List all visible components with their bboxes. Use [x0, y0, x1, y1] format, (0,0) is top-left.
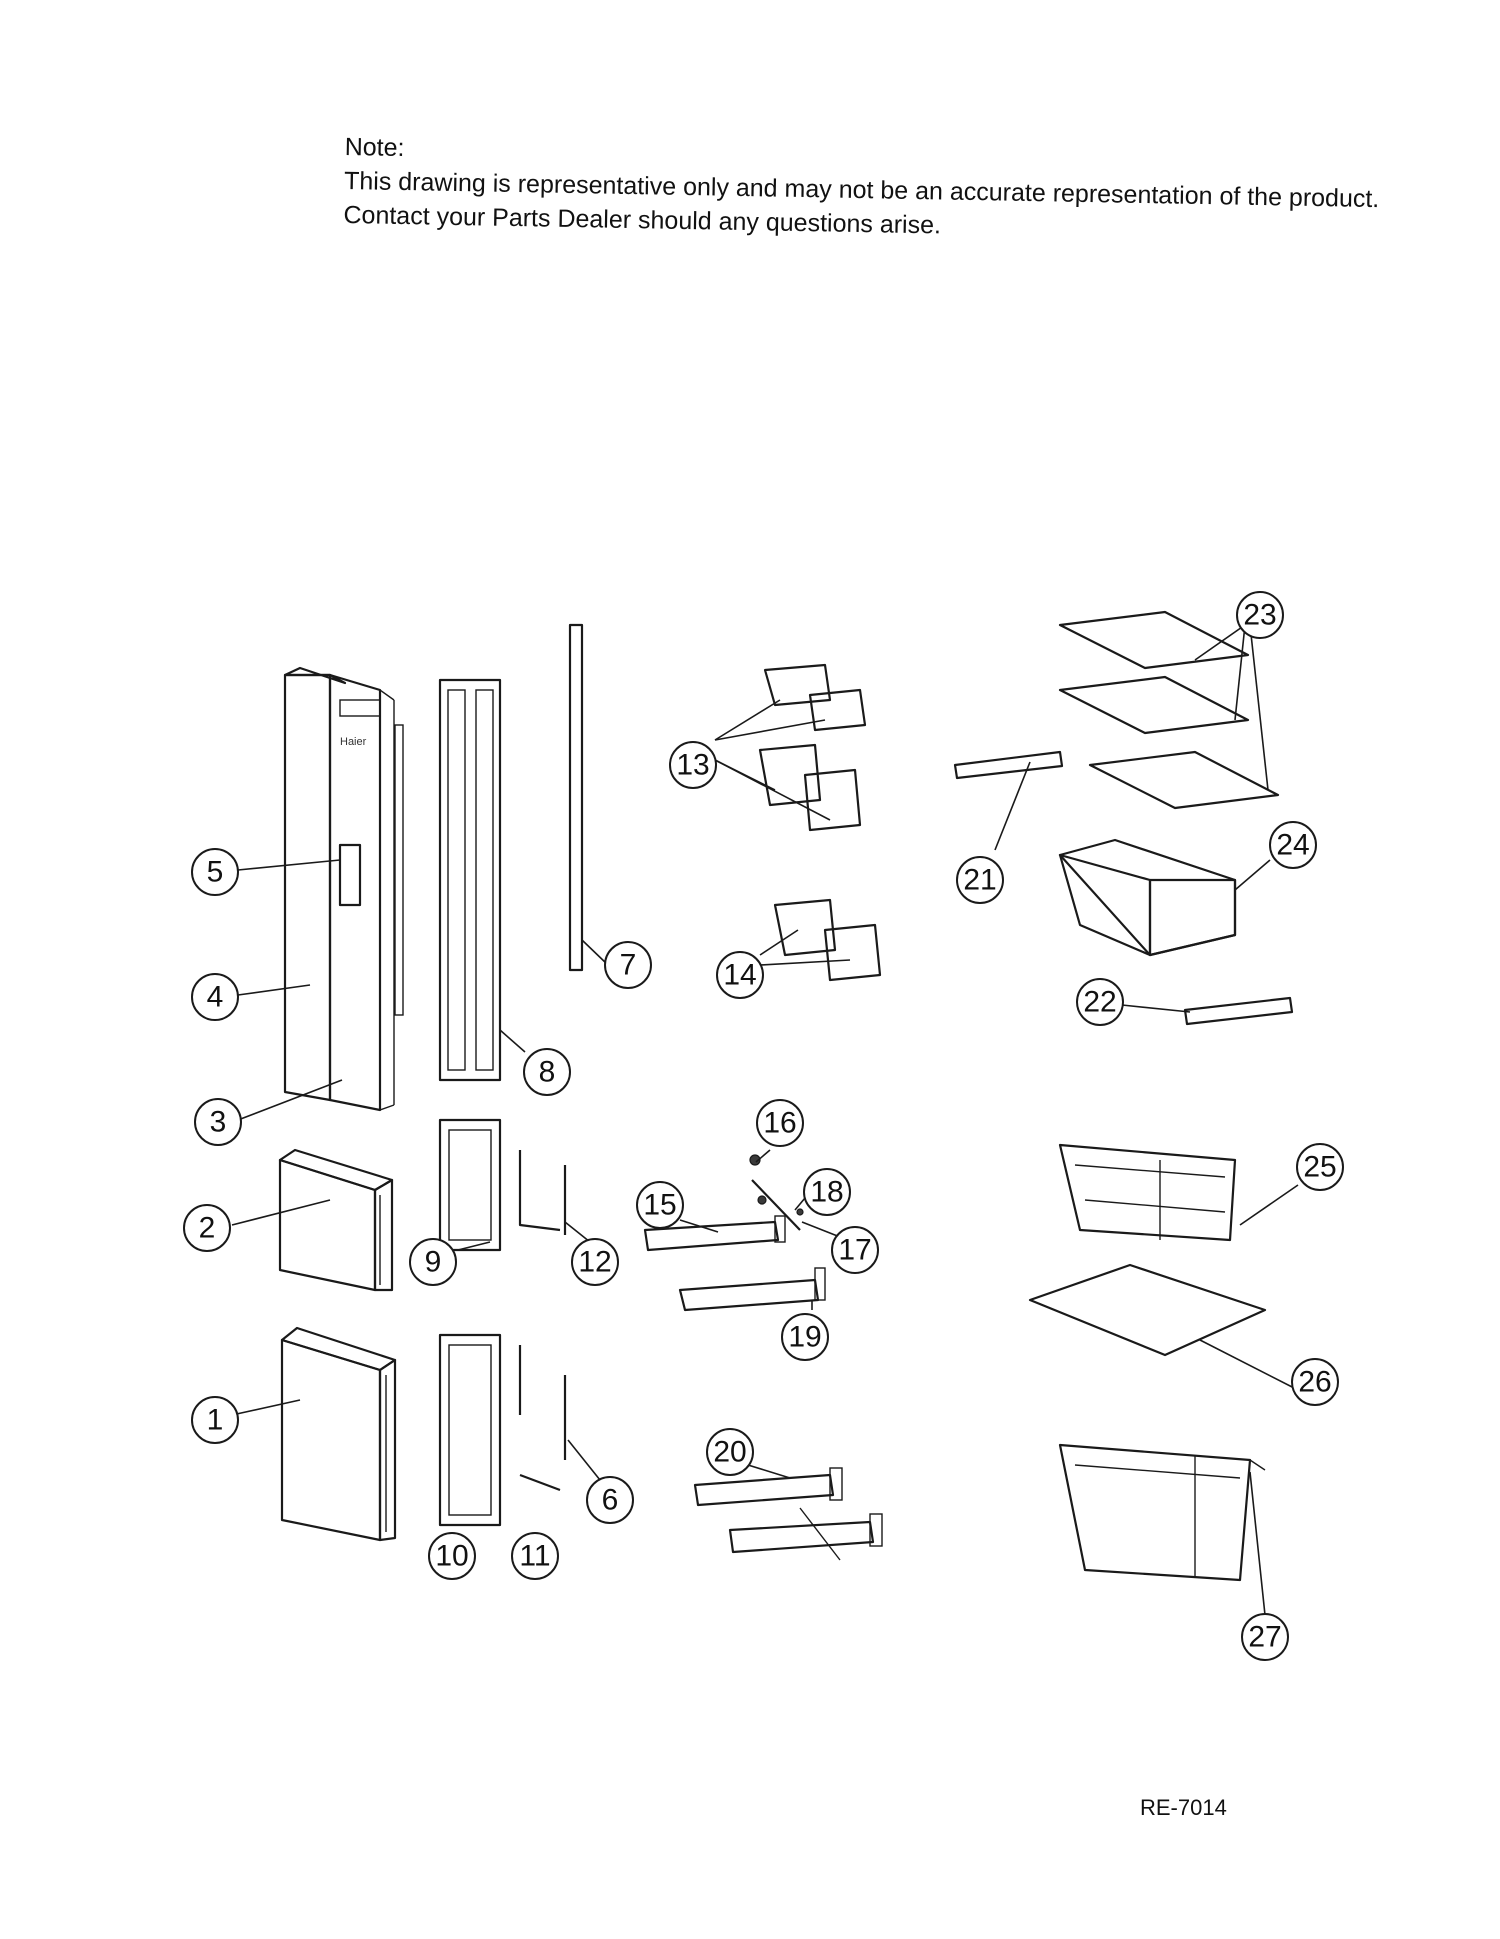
callout-2: 2 — [183, 1204, 231, 1252]
lower-drawer-gasket — [438, 1333, 502, 1527]
brand-mark: Haier — [340, 736, 367, 748]
trim-strip-11 — [519, 1473, 561, 1492]
glass-shelves — [1058, 610, 1280, 810]
lower-drawer-rails — [693, 1467, 883, 1561]
callout-27-label: 27 — [1248, 1621, 1281, 1654]
callout-12: 12 — [571, 1238, 619, 1286]
callout-25: 25 — [1296, 1143, 1344, 1191]
upper-drawer-rails — [643, 1154, 826, 1312]
callout-13: 13 — [669, 741, 717, 789]
callout-11-label: 11 — [519, 1540, 550, 1573]
callout-19-label: 19 — [788, 1321, 821, 1354]
callout-10-label: 10 — [435, 1540, 468, 1573]
callout-7: 7 — [604, 941, 652, 989]
shelf-bracket-21 — [953, 750, 1064, 780]
upper-drawer-trim — [518, 1150, 567, 1235]
callout-11: 11 — [511, 1532, 559, 1580]
callout-3: 3 — [194, 1098, 242, 1146]
callout-8: 8 — [523, 1048, 571, 1096]
callout-5: 5 — [191, 848, 239, 896]
callout-14-label: 14 — [723, 959, 756, 992]
callout-24-label: 24 — [1276, 829, 1309, 862]
callout-15: 15 — [636, 1181, 684, 1229]
callout-23-label: 23 — [1243, 599, 1276, 632]
callout-13-label: 13 — [676, 749, 709, 782]
upper-drawer-gasket — [438, 1118, 502, 1252]
callout-21: 21 — [956, 856, 1004, 904]
callout-6-label: 6 — [602, 1484, 619, 1517]
callout-4-label: 4 — [207, 981, 224, 1014]
door-bins-14 — [773, 898, 882, 982]
fridge-door-assembly: Haier — [283, 666, 404, 1112]
glass-plate — [1028, 1263, 1267, 1357]
door-bins-13 — [758, 663, 867, 832]
callout-25-label: 25 — [1303, 1151, 1336, 1184]
bottom-basket — [1058, 1443, 1266, 1582]
callout-1: 1 — [191, 1396, 239, 1444]
callout-22: 22 — [1076, 978, 1124, 1026]
callout-6: 6 — [586, 1476, 634, 1524]
freezer-basket — [1058, 1143, 1237, 1242]
dispenser-panel — [338, 843, 362, 907]
shelf-bracket-22 — [1183, 996, 1294, 1026]
callout-8-label: 8 — [539, 1056, 556, 1089]
callout-14: 14 — [716, 951, 764, 999]
drawer-front-lower — [280, 1326, 397, 1542]
callout-5-label: 5 — [207, 856, 224, 889]
reference-code: RE-7014 — [1140, 1795, 1227, 1820]
crisper-drawer — [1058, 838, 1237, 957]
callout-3-label: 3 — [210, 1106, 227, 1139]
callout-9: 9 — [409, 1238, 457, 1286]
callout-2-label: 2 — [199, 1212, 216, 1245]
callout-12-label: 12 — [578, 1246, 611, 1279]
callout-26: 26 — [1291, 1358, 1339, 1406]
callout-10: 10 — [428, 1532, 476, 1580]
callout-23: 23 — [1236, 591, 1284, 639]
callout-20-label: 20 — [713, 1436, 746, 1469]
callout-21-label: 21 — [963, 864, 996, 897]
callout-26-label: 26 — [1298, 1366, 1331, 1399]
callout-18: 18 — [803, 1168, 851, 1216]
callout-16: 16 — [756, 1099, 804, 1147]
leader-lines — [231, 624, 1299, 1616]
callout-17: 17 — [831, 1226, 879, 1274]
callout-19: 19 — [781, 1313, 829, 1361]
fridge-door-gasket — [438, 678, 502, 1082]
callout-20: 20 — [706, 1428, 754, 1476]
callout-15-label: 15 — [643, 1189, 676, 1222]
callout-27: 27 — [1241, 1613, 1289, 1661]
mullion-strip — [568, 623, 584, 972]
callout-24: 24 — [1269, 821, 1317, 869]
callout-22-label: 22 — [1083, 986, 1116, 1019]
callout-16-label: 16 — [763, 1107, 796, 1140]
callout-1-label: 1 — [207, 1404, 224, 1437]
callout-17-label: 17 — [838, 1234, 871, 1267]
callout-7-label: 7 — [620, 949, 637, 982]
callout-9-label: 9 — [425, 1246, 442, 1279]
callout-4: 4 — [191, 973, 239, 1021]
drawer-front-upper — [278, 1148, 394, 1292]
callout-18-label: 18 — [810, 1176, 843, 1209]
